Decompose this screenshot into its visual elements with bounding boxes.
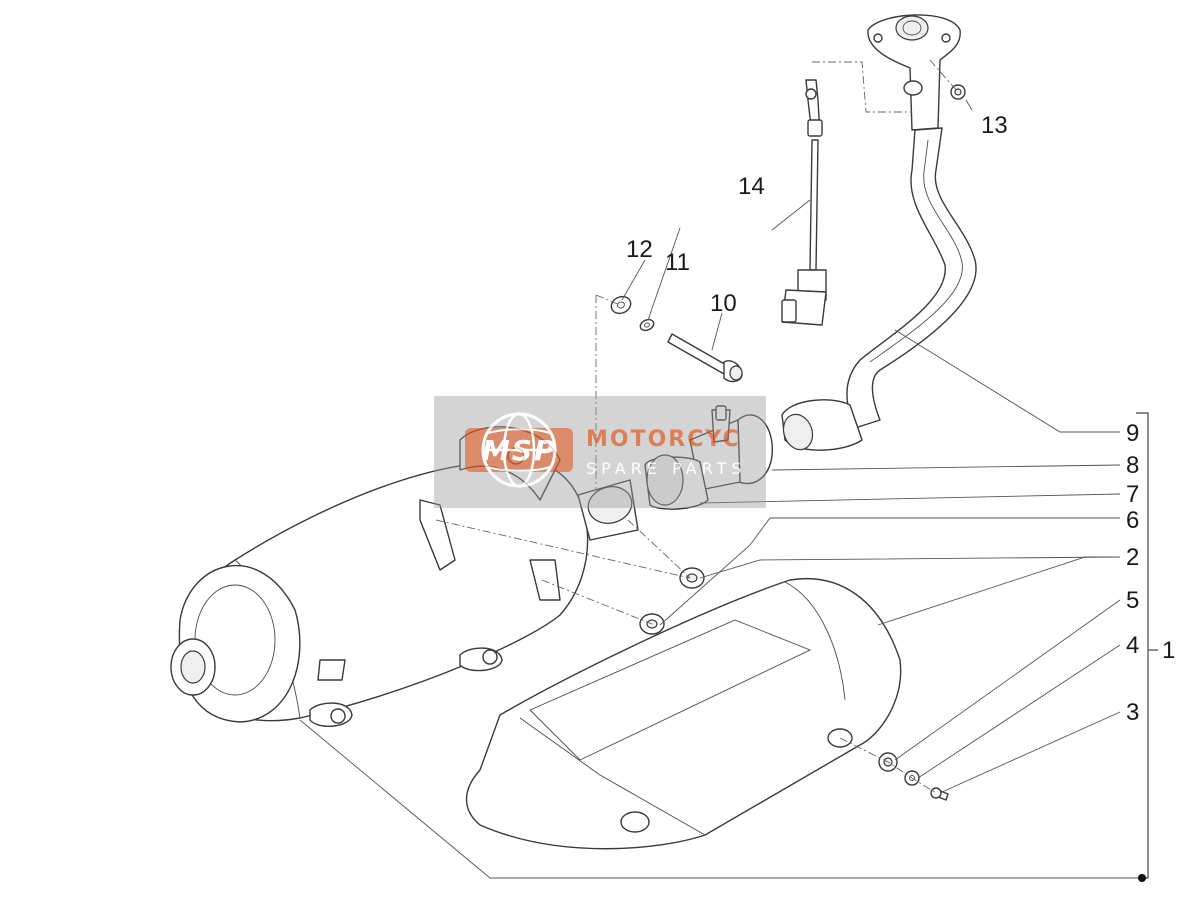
callout-7[interactable]: 7 — [1126, 481, 1139, 508]
callout-labels: 1 2 3 4 5 6 7 8 9 10 11 12 13 14 — [626, 112, 1175, 726]
washer-12 — [610, 295, 632, 315]
callout-13[interactable]: 13 — [981, 112, 1008, 139]
heat-shield-cover-2 — [465, 578, 902, 850]
callout-9[interactable]: 9 — [1126, 420, 1139, 447]
group-bracket-1 — [1136, 412, 1158, 882]
leader-lines — [299, 99, 1142, 879]
callout-11[interactable]: 11 — [665, 249, 690, 276]
screw-3 — [930, 787, 949, 801]
globe-icon — [481, 412, 557, 488]
alignment-lines — [435, 59, 959, 794]
callout-6[interactable]: 6 — [1126, 507, 1139, 534]
watermark: MSP MOTORCYC SPARE PARTS — [434, 396, 766, 508]
callout-12[interactable]: 12 — [626, 236, 653, 263]
watermark-logo: MSP — [482, 434, 557, 467]
silencer-body — [170, 426, 639, 727]
callout-4[interactable]: 4 — [1126, 632, 1139, 659]
callout-10[interactable]: 10 — [710, 290, 737, 317]
callout-14[interactable]: 14 — [738, 173, 765, 200]
lock-washer-11 — [639, 318, 655, 332]
nut-13 — [950, 84, 966, 100]
callout-5[interactable]: 5 — [1126, 587, 1139, 614]
callout-8[interactable]: 8 — [1126, 452, 1139, 479]
bolt-10 — [667, 333, 743, 383]
watermark-title: MOTORCYC — [586, 427, 741, 452]
watermark-subtitle: SPARE PARTS — [586, 459, 747, 478]
exhaust-manifold-pipe — [781, 14, 977, 451]
callout-2[interactable]: 2 — [1126, 544, 1139, 571]
callout-1[interactable]: 1 — [1162, 637, 1175, 664]
gasket-ring-7 — [644, 454, 709, 510]
lambda-sensor — [781, 79, 827, 326]
callout-3[interactable]: 3 — [1126, 699, 1139, 726]
